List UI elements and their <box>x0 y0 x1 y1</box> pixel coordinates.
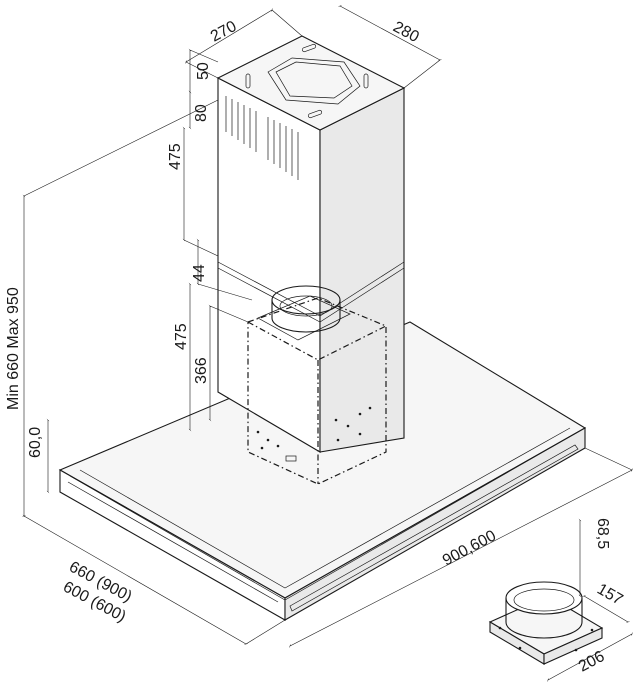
dim-366-label: 366 <box>193 357 210 384</box>
dim-206-label: 206 <box>576 648 608 676</box>
motor-screws <box>256 406 372 450</box>
top-slot <box>307 109 323 119</box>
hidden-motor-unit <box>247 285 387 485</box>
top-slot <box>301 43 317 53</box>
motor-flange <box>257 295 351 341</box>
chimney-left-face <box>217 77 321 453</box>
chimney <box>216 35 406 453</box>
dim-475-upper-label: 475 <box>167 143 184 170</box>
duct-adapter <box>488 581 604 665</box>
dim-475-lower-label: 475 <box>173 323 190 350</box>
dim-68-label: 68,5 <box>594 518 611 549</box>
dim-44-label: 44 <box>191 264 208 282</box>
top-slot <box>363 73 369 89</box>
motor-switch <box>285 455 297 462</box>
motor-collar-inner <box>279 295 333 317</box>
top-slot <box>245 73 251 89</box>
dim-270-label: 270 <box>208 18 240 46</box>
chimney-joint <box>217 261 405 317</box>
motor-collar-body <box>271 300 341 333</box>
height-range-label: Min 660 Max 950 <box>5 287 22 410</box>
dim-50-label: 50 <box>195 62 212 80</box>
chimney-top-opening-inner <box>275 61 353 99</box>
chimney-top-opening <box>267 57 361 105</box>
chimney-joint-inner <box>217 267 405 323</box>
adapter-collar-top <box>505 581 583 615</box>
dim-60-label: 60,0 <box>27 427 44 458</box>
dim-280-label: 280 <box>390 19 422 47</box>
dimension-lines <box>22 5 633 682</box>
width-label: 900,600 <box>440 527 499 569</box>
dim-80-label: 80 <box>193 104 210 122</box>
chimney-vents <box>225 96 299 180</box>
motor-box-outline <box>247 297 387 485</box>
